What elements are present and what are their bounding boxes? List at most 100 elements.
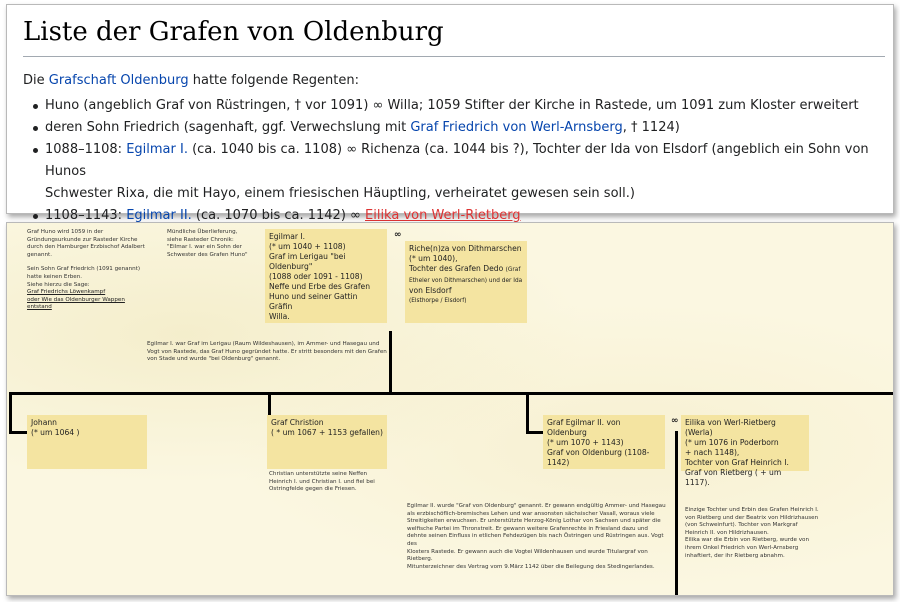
item-text: Schwester Rixa, die mit Hayo, einem frie… <box>45 186 635 201</box>
person-line-small: (Graf <box>505 267 521 273</box>
person-line: Eilika von Werl-Rietberg (Werla) <box>685 418 776 437</box>
item-text: deren Sohn Friedrich (sagenhaft, ggf. Ve… <box>45 120 411 135</box>
note-line: (von Schweinfurt). Tochter von Markgraf <box>685 522 798 529</box>
marriage-symbol: ∞ <box>394 230 402 240</box>
item-text: 1108–1143: <box>45 208 127 223</box>
person-line: Graf Christion <box>271 418 324 427</box>
intro-pre: Die <box>23 73 49 88</box>
item-text: 1088–1108: <box>45 142 127 157</box>
note-line: inhaftiert, der ihr Rietberg abnahm. <box>685 552 785 559</box>
note-line: Klosters Rastede. Er gewann auch die Vog… <box>407 548 648 555</box>
line-to-johann-h <box>9 431 27 434</box>
item-text: (ca. 1040 bis ca. 1108) ∞ Richenza (ca. … <box>45 142 869 179</box>
note-huno: Graf Huno wird 1059 in der Gründungsurku… <box>27 229 147 312</box>
note-line: Heinrich II. von Hildrizhausen. <box>685 529 769 536</box>
note-line: Schwester des Grafen Huno" <box>167 251 248 258</box>
note-line: siehe Rasteder Chronik: <box>167 236 234 243</box>
person-line: Tochter von Graf Heinrich I. <box>685 458 789 467</box>
note-line: Siehe hierzu die Sage: <box>27 281 90 288</box>
note-line: Ostringfelde gegen die Friesen. <box>269 486 357 493</box>
note-line: Heinrich I. und Christian I. und fiel be… <box>269 478 375 485</box>
family-tree-image: Graf Huno wird 1059 in der Gründungsurku… <box>6 222 894 596</box>
note-egilmar-1: Egilmar I. war Graf im Lerigau (Raum Wil… <box>147 341 397 364</box>
person-line: Huno und seiner Gattin Gräfin <box>269 292 358 311</box>
person-line: (1088 oder 1091 - 1108) <box>269 272 363 281</box>
list-item: Huno (angeblich Graf von Rüstringen, † v… <box>23 95 883 117</box>
line-to-egilmar-2-h <box>526 431 546 434</box>
note-line: welfische Partei im Thronstreit. Er gewa… <box>407 525 648 532</box>
redlink-eilika[interactable]: Eilika von Werl-Rietberg <box>365 208 521 223</box>
person-line: Egilmar I. <box>269 232 306 241</box>
note-eilika: Einzige Tochter und Erbin des Grafen Hei… <box>685 507 845 560</box>
note-line: Streitigkeiten erwuchsen. Er unterstützt… <box>407 518 661 525</box>
note-chronik: Mündliche Überlieferung, siehe Rasteder … <box>167 229 263 259</box>
person-line: (* um 1070 + 1143) <box>547 438 624 447</box>
note-line: Graf Huno wird 1059 in der <box>27 229 104 235</box>
line-egilmar-2-down <box>675 431 678 595</box>
person-egilmar-2: Graf Egilmar II. von Oldenburg (* um 107… <box>543 415 665 469</box>
intro-text: Die Grafschaft Oldenburg hatte folgende … <box>23 73 359 88</box>
note-line: ihrem Onkel Friedrich von Werl-Arnsberg <box>685 544 799 551</box>
person-line: (* um 1076 in Poderborn <box>685 438 779 447</box>
title-divider <box>23 56 885 57</box>
link-friedrich-werl-arnsberg[interactable]: Graf Friedrich von Werl-Arnsberg <box>410 120 623 135</box>
person-line: Graf von Rietberg ( + um 1117). <box>685 468 782 487</box>
person-line: Willa. <box>269 312 290 321</box>
regent-list: Huno (angeblich Graf von Rüstringen, † v… <box>23 95 883 227</box>
link-wappen[interactable]: oder Wie das Oldenburger Wappen <box>27 296 125 303</box>
person-line: + nach 1148), <box>685 448 740 457</box>
note-line: Mündliche Überlieferung, <box>167 229 238 235</box>
note-line: Gründungsurkunde zur Rasteder Kirche <box>27 236 138 243</box>
note-line: von Rietberg und der Beatrix von Hildriz… <box>685 514 819 521</box>
page-title: Liste der Grafen von Oldenburg <box>23 17 444 47</box>
item-text: , † 1124) <box>622 120 680 135</box>
item-text: Huno (angeblich Graf von Rüstringen, † v… <box>45 98 859 113</box>
person-eilika: Eilika von Werl-Rietberg (Werla) (* um 1… <box>681 415 809 487</box>
note-line: als erzbischöflich-bremisches Lehen und … <box>407 510 655 517</box>
article-panel: Liste der Grafen von Oldenburg Die Grafs… <box>6 4 894 223</box>
link-egilmar-1[interactable]: Egilmar I. <box>126 142 188 157</box>
list-item: deren Sohn Friedrich (sagenhaft, ggf. Ve… <box>23 117 883 139</box>
note-line: von Stade und wurde "bei Oldenburg" gena… <box>147 356 281 363</box>
note-christian: Christian unterstützte seine Neffen Hein… <box>269 471 399 494</box>
person-line: Neffe und Erbe des Grafen <box>269 282 371 291</box>
link-egilmar-2[interactable]: Egilmar II. <box>126 208 192 223</box>
line-vertical-parent <box>389 331 392 395</box>
person-line: (* um 1064 ) <box>31 428 80 437</box>
list-item: 1088–1108: Egilmar I. (ca. 1040 bis ca. … <box>23 139 883 205</box>
person-line: (* um 1040 + 1108) <box>269 242 346 251</box>
note-line: dehnte seinen Einfluss in etlichen Fehde… <box>407 533 664 547</box>
note-line: Christian unterstützte seine Neffen <box>269 471 368 477</box>
note-line: Eilika war die Erbin von Rietberg, wurde… <box>685 537 810 544</box>
link-wappen-cont[interactable]: entstand <box>27 304 52 311</box>
person-line: ( * um 1067 + 1153 gefallen) <box>271 428 383 437</box>
person-line-small: Etheler von Dithmarschen) und der Ida <box>409 278 523 284</box>
note-line: genannt. <box>27 251 53 258</box>
item-text: (ca. 1070 bis ca. 1142) ∞ <box>191 208 365 223</box>
line-horizontal-children <box>9 392 893 395</box>
note-line: Rietberg. <box>407 556 433 563</box>
note-line: hatte keinen Erben. <box>27 273 83 280</box>
note-egilmar-2: Egilmar II. wurde "Graf von Oldenburg" g… <box>407 503 669 571</box>
note-line: Egilmar II. wurde "Graf von Oldenburg" g… <box>407 503 666 509</box>
person-line: Riche(n)za von Dithmarschen <box>409 244 522 253</box>
list-item: 1108–1143: Egilmar II. (ca. 1070 bis ca.… <box>23 205 883 227</box>
person-line: Graf Egilmar II. von Oldenburg <box>547 418 621 437</box>
person-line: Johann <box>31 418 57 427</box>
link-loewenkampf[interactable]: Graf Friedrichs Löwenkampf <box>27 289 106 296</box>
line-to-egilmar-2 <box>526 392 529 434</box>
link-grafschaft-oldenburg[interactable]: Grafschaft Oldenburg <box>48 73 189 88</box>
note-line: durch den Hamburger Erzbischof Adalbert <box>27 244 145 251</box>
person-line-small: (Elsthorpe / Elsdorf) <box>409 298 467 304</box>
person-richenza: Riche(n)za von Dithmarschen (* um 1040),… <box>405 241 527 323</box>
person-line: von Elsdorf <box>409 286 452 295</box>
person-line: Tochter des Grafen Dedo <box>409 264 504 273</box>
note-line: Einzige Tochter und Erbin des Grafen Hei… <box>685 507 819 513</box>
line-to-johann <box>9 392 12 434</box>
note-line: Vogt von Rastede, das Graf Huno gegründe… <box>147 348 387 355</box>
person-egilmar-1: Egilmar I. (* um 1040 + 1108) Graf im Le… <box>265 229 387 323</box>
note-line: Egilmar I. war Graf im Lerigau (Raum Wil… <box>147 341 380 347</box>
note-line: "Eilmar I. war ein Sohn der <box>167 244 242 251</box>
intro-post: hatte folgende Regenten: <box>188 73 359 88</box>
person-line: (* um 1040), <box>409 254 458 263</box>
